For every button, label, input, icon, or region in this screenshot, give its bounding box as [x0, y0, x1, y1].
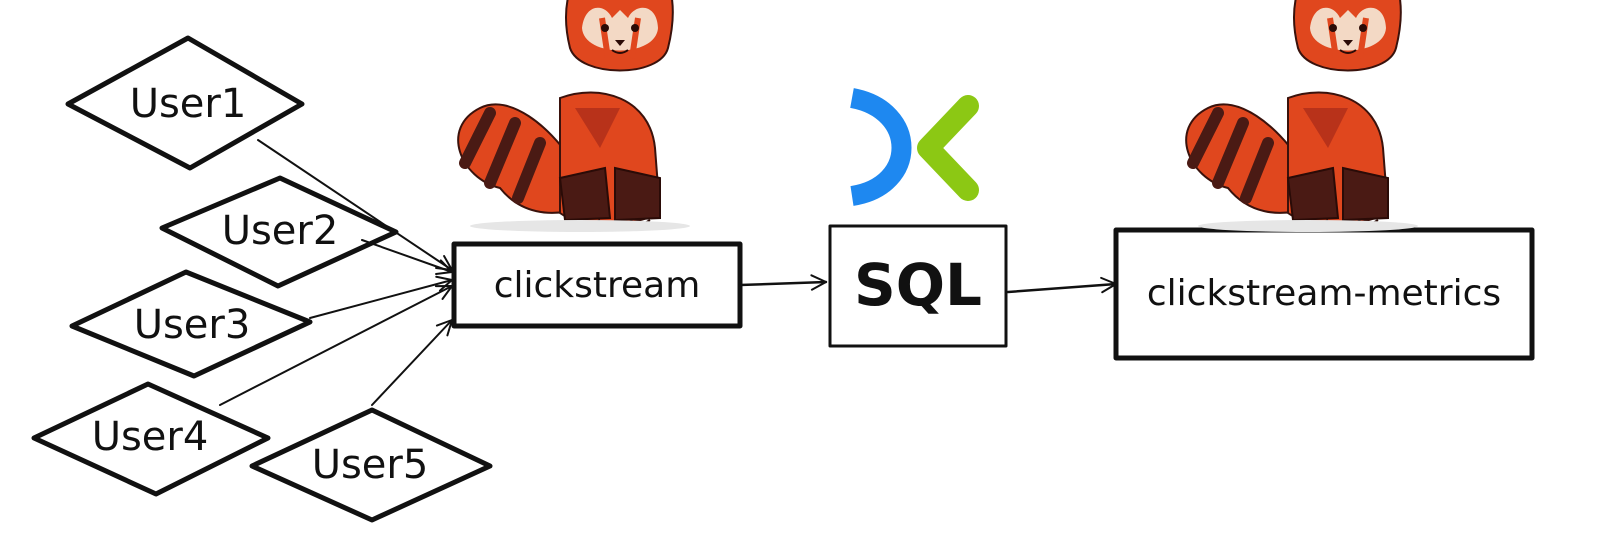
red-panda-icon	[458, 0, 690, 232]
user-connectors	[219, 139, 453, 406]
sql-label: SQL	[854, 251, 982, 319]
clickstream-metrics-label: clickstream-metrics	[1147, 273, 1501, 314]
sql-to-metrics-arrow	[1006, 276, 1118, 294]
user-diamond-3: User3	[69, 269, 313, 379]
user-diamond-1: User1	[65, 35, 305, 171]
user1-arrow	[257, 139, 453, 271]
user-label: User1	[130, 81, 247, 127]
clickstream-label: clickstream	[494, 265, 701, 306]
clickstream-topic-box: clickstream	[451, 241, 743, 329]
user2-arrow	[361, 239, 453, 275]
clickstream-metrics-topic-box: clickstream-metrics	[1113, 227, 1535, 361]
user-label: User3	[134, 302, 251, 348]
user4-arrow	[219, 285, 453, 406]
user-label: User5	[312, 442, 429, 488]
flink-logo-icon	[849, 88, 979, 206]
user5-arrow	[371, 319, 453, 406]
sql-processor-box: SQL	[828, 224, 1008, 348]
user-label: User2	[222, 208, 339, 254]
user-label: User4	[92, 414, 209, 460]
user-diamond-2: User2	[159, 175, 399, 289]
user-diamond-5: User5	[249, 407, 493, 523]
clickstream-to-sql-arrow	[738, 274, 828, 291]
user-diamond-4: User4	[31, 381, 271, 497]
red-panda-icon	[1186, 0, 1418, 232]
user3-arrow	[309, 275, 453, 319]
